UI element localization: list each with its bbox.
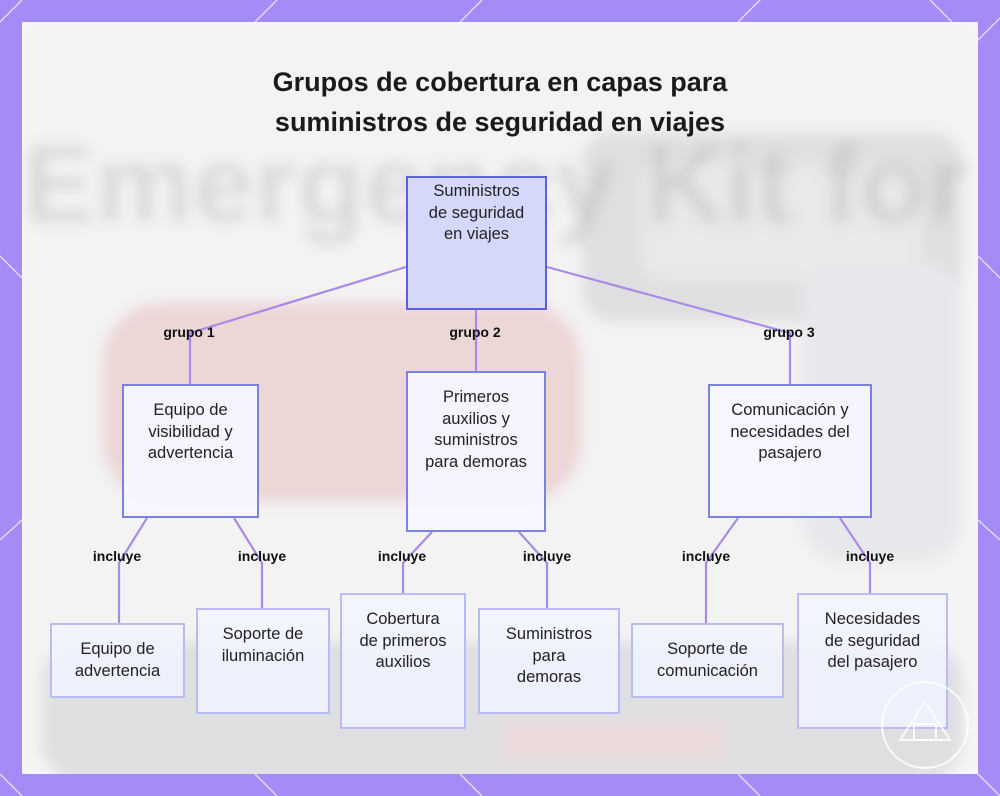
node-leaf-3-label: Cobertura de primeros auxilios: [359, 610, 447, 671]
node-root: Suministros de seguridad en viajes: [406, 176, 547, 310]
edge-label-grupo-2: grupo 2: [449, 324, 501, 340]
edge-g2-leaf3: [401, 531, 433, 593]
edge-label-grupo-3: grupo 3: [763, 324, 815, 340]
diagram-card: Emergency Kit for Long Trips and W Grupo…: [22, 22, 978, 774]
node-root-label: Suministros de seguridad en viajes: [428, 182, 525, 243]
edge-g1-leaf1: [117, 517, 148, 623]
edge-label-incluye-1: incluye: [92, 548, 142, 564]
node-group-2: Primeros auxilios y suministros para dem…: [406, 371, 546, 532]
title-line-2: suministros de seguridad en viajes: [274, 107, 726, 137]
node-leaf-suministros-demoras: Suministros para demoras: [478, 608, 620, 714]
edge-g1-leaf2: [233, 517, 264, 608]
edge-label-incluye-3: incluye: [377, 548, 427, 564]
node-leaf-cobertura-primeros-auxilios: Cobertura de primeros auxilios: [340, 593, 466, 729]
node-leaf-soporte-iluminacion: Soporte de iluminación: [196, 608, 330, 714]
connectors: [117, 265, 872, 623]
node-leaf-necesidades-seguridad: Necesidades de seguridad del pasajero: [797, 593, 948, 729]
node-leaf-equipo-advertencia: Equipo de advertencia: [50, 623, 185, 698]
node-leaf-1-label: Equipo de advertencia: [74, 640, 161, 680]
edge-root-group1: [188, 265, 407, 384]
title-line-1: Grupos de cobertura en capas para: [272, 67, 728, 97]
node-group-3: Comunicación y necesidades del pasajero: [708, 384, 872, 518]
node-group-2-label: Primeros auxilios y suministros para dem…: [425, 388, 527, 471]
node-group-3-label: Comunicación y necesidades del pasajero: [730, 401, 850, 462]
edge-root-group3: [546, 265, 792, 384]
edge-label-incluye-6: incluye: [845, 548, 895, 564]
node-leaf-soporte-comunicacion: Soporte de comunicación: [631, 623, 784, 698]
edge-g3-leaf5: [704, 517, 739, 623]
node-leaf-2-label: Soporte de iluminación: [221, 625, 305, 665]
edge-g2-leaf4: [518, 531, 549, 608]
node-leaf-6-label: Necesidades de seguridad del pasajero: [824, 610, 921, 671]
node-group-1: Equipo de visibilidad y advertencia: [122, 384, 259, 518]
diagram-title: Grupos de cobertura en capas para sumini…: [22, 62, 978, 142]
edge-label-grupo-1: grupo 1: [163, 324, 215, 340]
node-leaf-5-label: Soporte de comunicación: [657, 640, 758, 680]
node-group-1-label: Equipo de visibilidad y advertencia: [147, 401, 234, 462]
edge-label-incluye-5: incluye: [681, 548, 731, 564]
edge-g3-leaf6: [839, 517, 872, 593]
node-leaf-4-label: Suministros para demoras: [505, 625, 593, 686]
edge-label-incluye-2: incluye: [237, 548, 287, 564]
edge-label-incluye-4: incluye: [522, 548, 572, 564]
home-badge-icon: [881, 681, 969, 769]
